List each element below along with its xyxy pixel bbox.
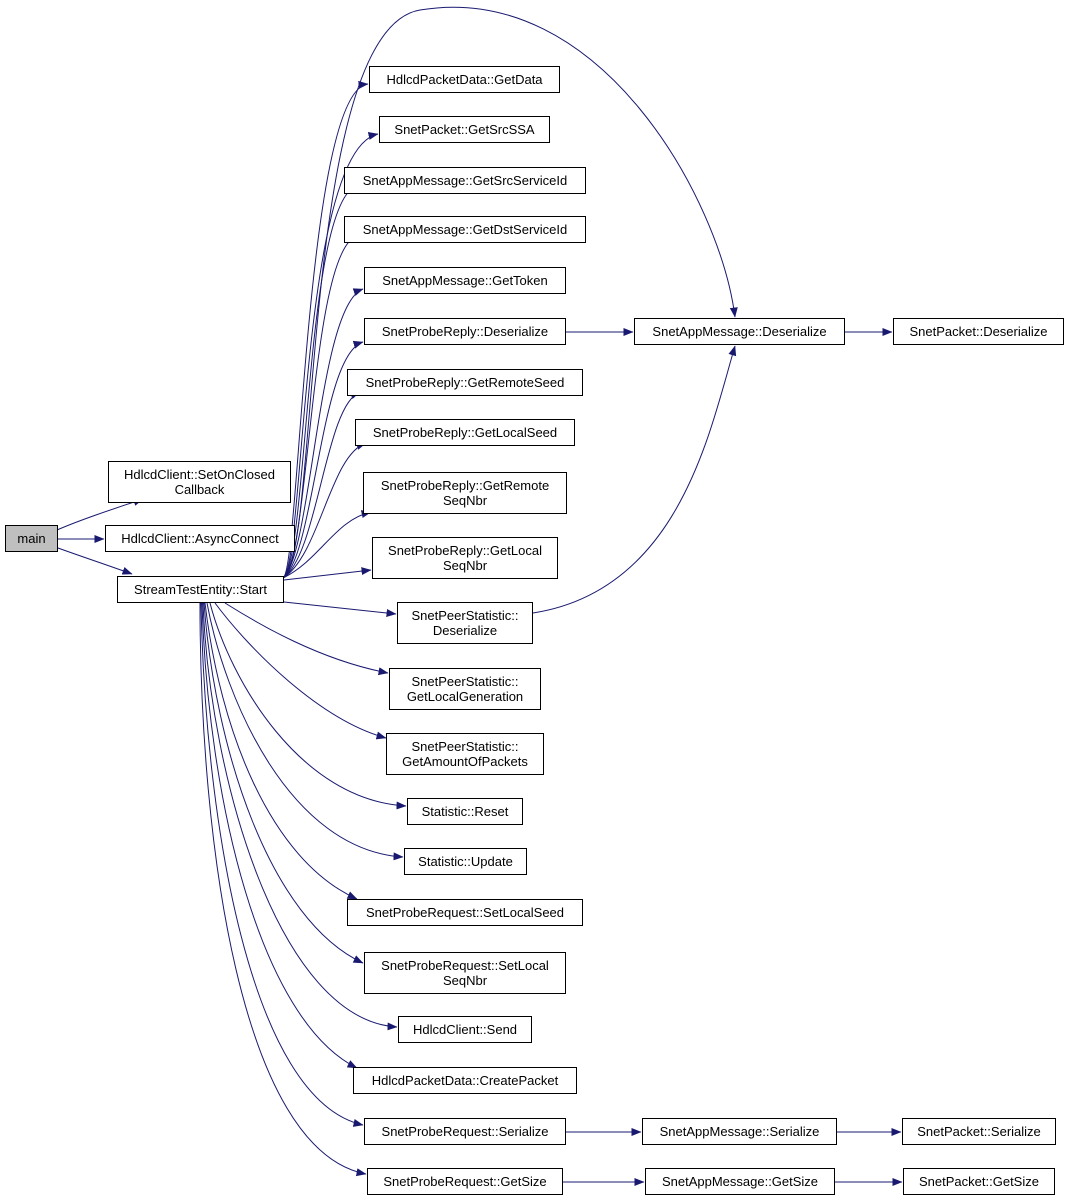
- node-asyncconnect[interactable]: HdlcdClient::AsyncConnect: [105, 525, 295, 552]
- node-label: SnetPeerStatistic::: [411, 739, 519, 754]
- node-spr-getremoteseed[interactable]: SnetProbeReply::GetRemoteSeed: [347, 369, 583, 396]
- edge-start-spr-getlocalseed: [282, 442, 367, 579]
- node-label: SnetPacket::GetSize: [919, 1174, 1039, 1189]
- node-label: SeqNbr: [442, 493, 488, 508]
- node-label: SnetAppMessage::Deserialize: [652, 324, 827, 339]
- node-label: GetAmountOfPackets: [402, 754, 528, 769]
- node-label: GetLocalGeneration: [406, 689, 524, 704]
- node-label: Callback: [174, 482, 225, 497]
- edge-start-sprq-setlocalseqnbr: [203, 602, 364, 964]
- node-sam-getsrcserviceid[interactable]: SnetAppMessage::GetSrcServiceId: [344, 167, 586, 194]
- node-label: SnetProbeRequest::SetLocal: [381, 958, 549, 973]
- node-label: SnetAppMessage::GetSize: [661, 1174, 819, 1189]
- node-stat-update[interactable]: Statistic::Update: [404, 848, 527, 875]
- node-label: SnetProbeReply::Deserialize: [381, 324, 549, 339]
- edge-start-sps-getamountofpackets: [214, 602, 387, 740]
- node-label: SnetPeerStatistic::: [411, 608, 519, 623]
- node-sprq-serialize[interactable]: SnetProbeRequest::Serialize: [364, 1118, 566, 1145]
- edge-start-sprq-setlocalseed: [204, 602, 358, 900]
- edge-start-spr-getremoteseqnbr: [282, 510, 372, 579]
- node-label: Deserialize: [432, 623, 498, 638]
- edge-start-sam-deserialize: [283, 7, 738, 578]
- edge-main-start: [57, 547, 133, 575]
- edge-start-stat-reset: [209, 602, 407, 810]
- node-sps-getamountofpackets[interactable]: SnetPeerStatistic::GetAmountOfPackets: [386, 733, 544, 775]
- node-sps-deserialize[interactable]: SnetPeerStatistic::Deserialize: [397, 602, 533, 644]
- node-hc-send[interactable]: HdlcdClient::Send: [398, 1016, 532, 1043]
- node-spr-deserialize[interactable]: SnetProbeReply::Deserialize: [364, 318, 566, 345]
- node-label: HdlcdPacketData::CreatePacket: [371, 1073, 559, 1088]
- node-stat-reset[interactable]: Statistic::Reset: [407, 798, 523, 825]
- node-hpd-createpacket[interactable]: HdlcdPacketData::CreatePacket: [353, 1067, 577, 1094]
- node-start[interactable]: StreamTestEntity::Start: [117, 576, 284, 603]
- node-label: SnetPacket::Serialize: [917, 1124, 1041, 1139]
- edge-start-spr-deserialize: [282, 340, 364, 579]
- node-label: SnetProbeReply::GetLocal: [388, 543, 542, 558]
- node-hpd-getdata[interactable]: HdlcdPacketData::GetData: [369, 66, 560, 93]
- node-sam-serialize[interactable]: SnetAppMessage::Serialize: [642, 1118, 837, 1145]
- node-label: SnetPacket::Deserialize: [909, 324, 1048, 339]
- node-label: SnetProbeRequest::Serialize: [381, 1124, 549, 1139]
- edge-start-sam-gettoken: [282, 288, 364, 579]
- edge-start-spr-getlocalseqnbr: [283, 567, 372, 581]
- edge-start-sprq-serialize: [200, 602, 364, 1127]
- node-label: SeqNbr: [442, 558, 488, 573]
- node-sam-gettoken[interactable]: SnetAppMessage::GetToken: [364, 267, 566, 294]
- node-sam-getdstserviceid[interactable]: SnetAppMessage::GetDstServiceId: [344, 216, 586, 243]
- node-label: HdlcdClient::Send: [412, 1022, 518, 1037]
- node-sp-getsize[interactable]: SnetPacket::GetSize: [903, 1168, 1055, 1195]
- node-main: main: [5, 525, 58, 552]
- edge-start-sam-getsrcserviceid: [282, 184, 358, 579]
- node-label: HdlcdPacketData::GetData: [386, 72, 543, 87]
- node-sps-getlocalgeneration[interactable]: SnetPeerStatistic::GetLocalGeneration: [389, 668, 541, 710]
- node-label: Statistic::Reset: [421, 804, 509, 819]
- node-label: SnetAppMessage::GetToken: [382, 273, 548, 288]
- node-sam-deserialize[interactable]: SnetAppMessage::Deserialize: [634, 318, 845, 345]
- node-sprq-getsize[interactable]: SnetProbeRequest::GetSize: [367, 1168, 563, 1195]
- node-label: HdlcdClient::SetOnClosed: [123, 467, 276, 482]
- node-label: SnetProbeReply::GetLocalSeed: [372, 425, 558, 440]
- node-label: SnetAppMessage::Serialize: [659, 1124, 820, 1139]
- node-label: StreamTestEntity::Start: [134, 582, 267, 597]
- node-label: HdlcdClient::AsyncConnect: [121, 531, 279, 546]
- node-sprq-setlocalseed[interactable]: SnetProbeRequest::SetLocalSeed: [347, 899, 583, 926]
- node-label: SnetPeerStatistic::: [411, 674, 519, 689]
- node-spr-getlocalseed[interactable]: SnetProbeReply::GetLocalSeed: [355, 419, 575, 446]
- node-label: SnetAppMessage::GetSrcServiceId: [362, 173, 568, 188]
- edge-start-stat-update: [206, 602, 404, 861]
- edge-start-sps-deserialize: [283, 601, 397, 617]
- edge-start-hc-send: [202, 602, 398, 1031]
- edge-start-hpd-createpacket: [201, 602, 358, 1069]
- node-label: SnetPacket::GetSrcSSA: [394, 122, 535, 137]
- edge-sps-deserialize-sam-deserialize: [532, 345, 737, 614]
- node-label: SnetAppMessage::GetDstServiceId: [362, 222, 568, 237]
- edge-start-spr-getremoteseed: [282, 391, 361, 579]
- node-label: SnetProbeReply::GetRemoteSeed: [365, 375, 565, 390]
- node-sam-getsize[interactable]: SnetAppMessage::GetSize: [645, 1168, 835, 1195]
- node-label: SnetProbeReply::GetRemote: [380, 478, 550, 493]
- node-label: main: [17, 531, 46, 546]
- node-label: Statistic::Update: [418, 854, 513, 869]
- node-sp-deserialize[interactable]: SnetPacket::Deserialize: [893, 318, 1064, 345]
- node-sp-getsrcssa[interactable]: SnetPacket::GetSrcSSA: [379, 116, 550, 143]
- node-sp-serialize[interactable]: SnetPacket::Serialize: [902, 1118, 1056, 1145]
- edge-start-sps-getlocalgeneration: [224, 602, 389, 676]
- node-label: SeqNbr: [442, 973, 488, 988]
- node-label: SnetProbeRequest::SetLocalSeed: [365, 905, 565, 920]
- edge-start-sprq-getsize: [199, 602, 367, 1177]
- node-label: SnetProbeRequest::GetSize: [383, 1174, 547, 1189]
